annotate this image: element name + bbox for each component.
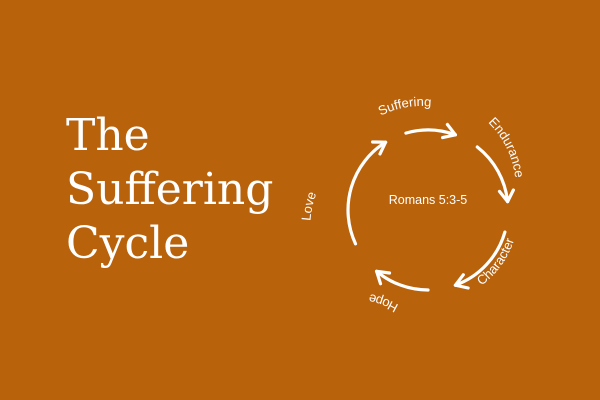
title-line-3: Cycle — [66, 218, 190, 269]
arrow-love-head — [371, 140, 388, 156]
cycle-step-character: Character — [474, 235, 517, 288]
cycle-arrows — [346, 122, 515, 292]
arrow-endurance-head — [497, 188, 515, 204]
arrow-hope-head — [375, 269, 392, 286]
title-line-2: Suffering — [66, 164, 274, 215]
arrow-character-head — [453, 273, 470, 290]
arrow-love — [346, 140, 388, 246]
arrow-endurance — [475, 145, 510, 204]
scripture-reference: Romans 5:3-5 — [389, 193, 468, 207]
title-line-1: The — [66, 110, 150, 161]
arrow-hope — [375, 269, 430, 292]
cycle-step-love: Love — [298, 190, 319, 222]
cycle-step-endurance: Endurance — [486, 114, 527, 178]
arrow-character — [453, 230, 507, 287]
cycle-step-suffering: Suffering — [376, 94, 432, 118]
arrow-suffering-head — [441, 122, 457, 140]
cycle-step-hope: Hope — [367, 291, 400, 316]
arrow-suffering — [404, 128, 457, 137]
